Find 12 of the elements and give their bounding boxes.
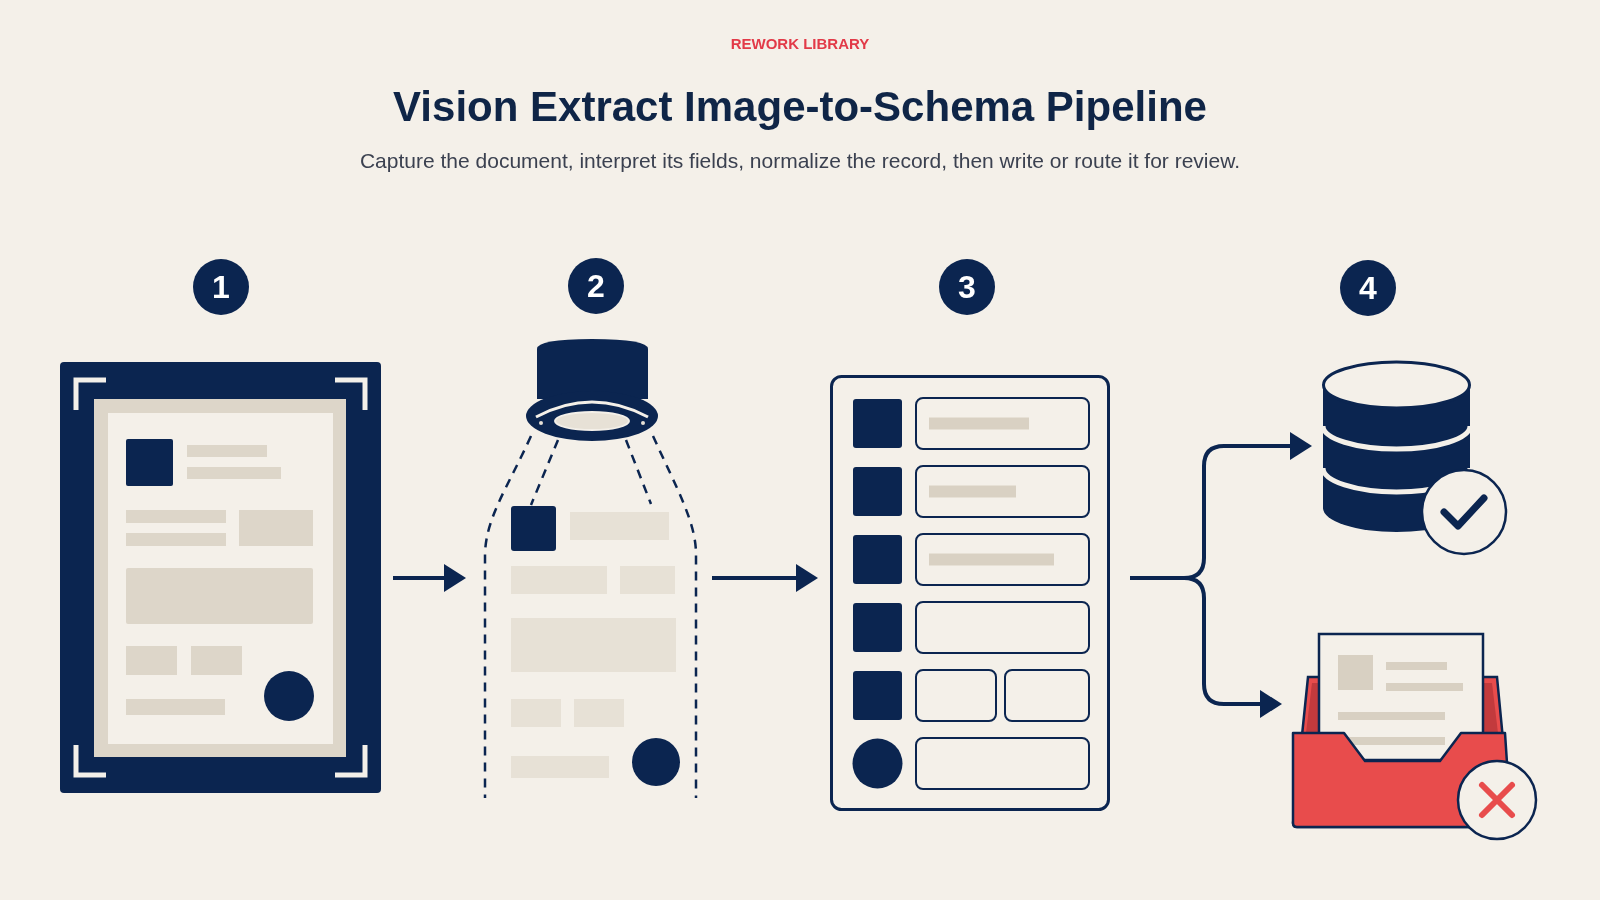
subtitle: Capture the document, interpret its fields, normalize the record, then write or route it for review. bbox=[359, 148, 1241, 174]
step-number-badge: 2 bbox=[568, 258, 624, 314]
eyebrow-label: REWORK LIBRARY bbox=[730, 36, 870, 51]
step-number-badge: 1 bbox=[193, 259, 249, 315]
scanned-document-drawing bbox=[60, 362, 381, 793]
branch-arrow bbox=[1130, 576, 1282, 718]
step-number-badge: 3 bbox=[939, 259, 995, 315]
arrow bbox=[393, 564, 466, 592]
arrow bbox=[712, 564, 818, 592]
form-fields-drawing bbox=[830, 375, 1110, 811]
title: Vision Extract Image-to-Schema Pipeline bbox=[393, 86, 1207, 128]
step-number-badge: 4 bbox=[1340, 260, 1396, 316]
